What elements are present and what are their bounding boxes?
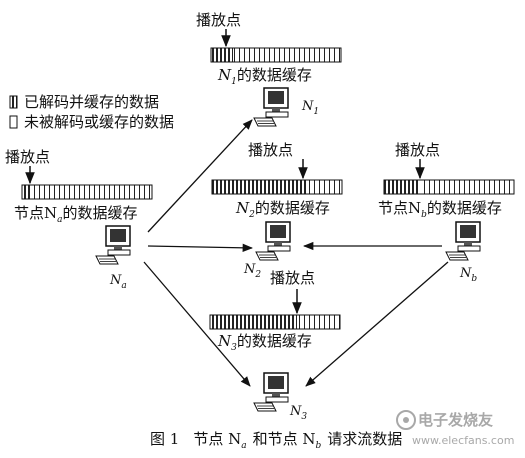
- playpoint-label-n1: 播放点: [196, 11, 241, 29]
- arrow-nb-to-n3: [305, 261, 449, 387]
- buffer-caption-n1: N1的数据缓存: [217, 66, 312, 87]
- legend-decoded-label: 已解码并缓存的数据: [24, 93, 159, 111]
- caption-sub-a: a: [241, 441, 246, 451]
- caption-sub-b: b: [316, 441, 322, 451]
- computer-nb-icon: [445, 221, 481, 261]
- buffer-border-n2: [211, 179, 343, 195]
- buffer-caption-n3-sub: 3: [231, 343, 237, 353]
- buffer-caption-nb-sub: b: [421, 210, 427, 220]
- buffer-border-na: [21, 184, 153, 200]
- buffer-filled-segment-n3: [210, 315, 297, 329]
- buffer-border-n1: [210, 47, 342, 63]
- legend-not-decoded-label: 未被解码或缓存的数据: [24, 113, 174, 131]
- playpoint-label-na: 播放点: [5, 148, 50, 166]
- watermark-logo-icon: [396, 410, 416, 430]
- buffer-filled-segment-n1: [211, 48, 233, 62]
- legend-decoded-swatch: [9, 95, 18, 109]
- watermark: 电子发烧友 www.elecfans.com: [396, 410, 514, 447]
- buffer-caption-na-prefix: 节点N: [14, 204, 57, 222]
- caption-part2: 和节点 N: [253, 430, 316, 448]
- buffer-caption-n2-sub: 2: [248, 210, 255, 220]
- node-label-n1: N1: [301, 99, 319, 117]
- arrow-na-to-n1: [147, 119, 253, 233]
- playpoint-nb: 播放点: [395, 141, 440, 180]
- buffer-caption-n3-suffix: 的数据缓存: [237, 332, 312, 350]
- buffer-empty-segment-nb: [420, 180, 514, 194]
- caption-part3: 请求流数据: [327, 430, 402, 448]
- buffer-caption-nb-prefix: 节点N: [378, 199, 421, 217]
- buffer-caption-n2-suffix: 的数据缓存: [255, 199, 330, 217]
- computer-n3-icon: [253, 372, 289, 412]
- buffer-caption-na-sub: a: [57, 215, 62, 225]
- figure-caption: 图 1 节点 Na 和节点 Nb 请求流数据: [150, 430, 402, 451]
- node-label-na: Na: [109, 273, 127, 291]
- node-label-nb: Nb: [459, 266, 477, 284]
- buffer-caption-nb: 节点Nb的数据缓存: [378, 199, 502, 220]
- buffer-caption-n1-prefix: N: [217, 66, 232, 84]
- playpoint-n1: 播放点: [196, 11, 241, 48]
- buffer-caption-n2: N2的数据缓存: [235, 199, 330, 220]
- buffer-caption-na: 节点Na的数据缓存: [14, 204, 138, 225]
- buffer-border-n3: [209, 314, 341, 330]
- buffer-caption-n2-prefix: N: [235, 199, 250, 217]
- playpoint-n3: 播放点: [270, 269, 315, 315]
- watermark-url: www.elecfans.com: [412, 434, 514, 447]
- buffer-bar-na: [21, 184, 153, 200]
- watermark-text: 电子发烧友: [418, 411, 493, 429]
- playpoint-n2: 播放点: [248, 141, 308, 180]
- buffer-filled-segment-na: [22, 185, 32, 199]
- node-label-n2: N2: [243, 262, 261, 280]
- buffer-empty-segment-n3: [297, 315, 340, 329]
- buffer-caption-n1-suffix: 的数据缓存: [237, 66, 312, 84]
- buffer-caption-n3-prefix: N: [217, 332, 232, 350]
- watermark-logo-dot: [403, 417, 409, 423]
- buffer-caption-n3: N3的数据缓存: [217, 332, 312, 353]
- computer-n1-icon: [253, 87, 289, 127]
- buffer-caption-na-suffix: 的数据缓存: [63, 204, 138, 222]
- playpoint-na: 播放点: [5, 148, 50, 185]
- buffer-filled-segment-nb: [384, 180, 420, 194]
- buffer-empty-segment-na: [32, 185, 152, 199]
- caption-fig-number: 图 1: [150, 430, 179, 448]
- buffer-caption-n1-sub: 1: [231, 77, 237, 87]
- playpoint-label-nb: 播放点: [395, 141, 440, 159]
- buffer-bar-nb: [383, 179, 515, 195]
- caption-part1: 节点 N: [193, 430, 241, 448]
- buffer-bar-n3: [209, 314, 341, 330]
- arrow-na-to-n2: [147, 243, 254, 252]
- buffer-bar-n2: [211, 179, 343, 195]
- buffer-caption-nb-suffix: 的数据缓存: [427, 199, 502, 217]
- node-label-n3: N3: [289, 404, 307, 422]
- legend: 已解码并缓存的数据 未被解码或缓存的数据: [9, 93, 174, 131]
- playpoint-label-n2: 播放点: [248, 141, 293, 159]
- buffer-border-nb: [383, 179, 515, 195]
- buffer-filled-segment-n2: [212, 180, 306, 194]
- playpoint-label-n3: 播放点: [270, 269, 315, 287]
- legend-not-decoded-swatch: [9, 115, 18, 129]
- computer-na-icon: [95, 225, 131, 265]
- buffer-bar-n1: [210, 47, 342, 63]
- arrow-na-to-n3: [143, 261, 251, 387]
- computer-n2-icon: [255, 221, 291, 261]
- buffer-empty-segment-n2: [306, 180, 342, 194]
- buffer-empty-segment-n1: [233, 48, 341, 62]
